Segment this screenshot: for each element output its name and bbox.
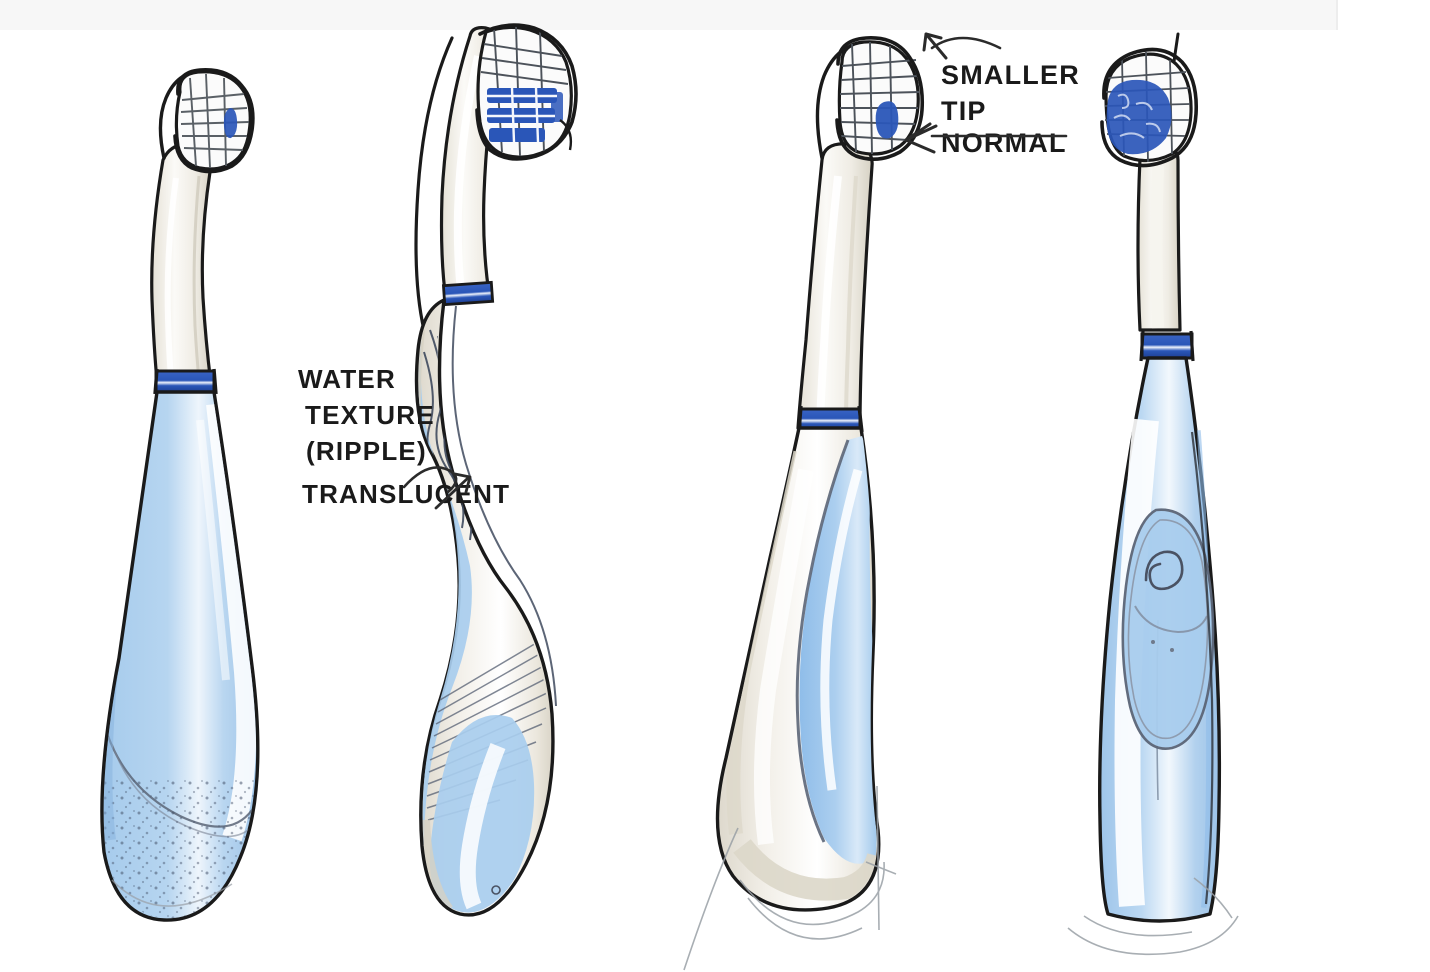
concept-1-band-tick-right	[212, 368, 218, 395]
annotation-translucent-arrowhead	[434, 472, 472, 510]
annotation-normal: NORMAL	[904, 122, 1068, 158]
concept-3-neck-shade	[844, 175, 858, 427]
concept-1-band-tick-left	[153, 368, 159, 395]
concept-1-neck-highlight	[164, 177, 179, 389]
concept-2-bristle-blue-gaps	[487, 87, 557, 143]
concept-4-head-rim	[1100, 47, 1199, 168]
concept-4-guide-lines	[1067, 877, 1239, 956]
concept-4-thumb-grip-oval	[1121, 508, 1215, 750]
concept-3-toothbrush	[683, 36, 925, 971]
concept-4-thumb-grip-shade	[1134, 605, 1208, 634]
annotation-translucent-leader	[402, 466, 458, 494]
annotation-water-texture-line-3: (RIPPLE)	[306, 436, 427, 466]
concept-1-head-rim	[173, 68, 255, 174]
concept-3-blue-spine-highlight	[820, 468, 863, 791]
concept-4-band-tick-left	[1139, 330, 1145, 362]
concept-3-head-rim	[835, 36, 925, 161]
scan-top-band	[0, 0, 1337, 30]
concept-2-bottom-detail-dot	[491, 885, 501, 895]
concept-4-band	[1140, 332, 1194, 360]
concept-1-neck-shade	[192, 175, 202, 391]
concept-1-handle-highlight-2	[196, 419, 230, 681]
concept-4-side-contour	[1190, 431, 1214, 905]
annotation-water-texture-line-2: TEXTURE	[305, 400, 435, 430]
annotation-smaller-tip-leader	[930, 36, 1002, 50]
annotation-smaller-tip-line-1: SMALLER	[941, 60, 1080, 90]
concept-2-back-sweep	[414, 36, 454, 332]
concept-3-blue-spine	[799, 436, 877, 864]
concept-3-handle-white-core	[753, 468, 814, 846]
concept-3-head-blue-accent	[875, 101, 899, 139]
concept-1-handle-bottom-guide	[111, 879, 233, 907]
concept-1-bristle-accent	[223, 108, 238, 139]
concept-1-band	[154, 369, 216, 394]
concept-3-guide-lines	[683, 785, 897, 971]
concept-1-head	[174, 70, 252, 171]
concept-2-inner-contour	[451, 305, 557, 707]
annotation-water-texture-line-1: WATER	[298, 364, 396, 394]
concept-1-neck	[150, 143, 214, 394]
annotation-translucent: TRANSLUCENT	[302, 466, 509, 510]
annotation-smaller-tip-arrowhead	[922, 32, 948, 60]
concept-3-blue-spine-edge	[795, 439, 850, 843]
concept-4-band-tick-right	[1189, 330, 1195, 362]
concept-4-head-blue-swirls	[1113, 93, 1161, 139]
annotation-normal-arrowhead	[904, 122, 938, 154]
concept-1-bristle-rows	[180, 73, 250, 169]
scan-right-edge	[1336, 0, 1338, 30]
concept-4-thumb-grip-dots	[1151, 640, 1174, 652]
annotation-smaller-tip: SMALLER TIP	[922, 32, 1080, 126]
concept-2-head-rim	[475, 23, 578, 161]
annotation-smaller-tip-line-2: TIP	[941, 96, 987, 126]
concept-1-toothbrush	[100, 68, 260, 922]
concept-4-thumb-grip-swirl	[1144, 550, 1184, 591]
annotation-normal-label: NORMAL	[941, 128, 1067, 158]
concept-3-handle-bottom-shade	[733, 839, 877, 901]
concept-3-head	[837, 40, 920, 156]
annotation-water-texture: WATER TEXTURE (RIPPLE)	[298, 364, 435, 466]
concept-4-neck-highlight	[1150, 165, 1164, 329]
concept-2-lower-highlight	[459, 743, 506, 910]
concept-2-band	[441, 280, 495, 307]
concept-3-neck-highlight	[816, 175, 842, 427]
concept-4-thumb-grip-inner	[1127, 519, 1209, 740]
concept-2-neck-highlight	[453, 55, 482, 299]
concept-2-right-extra-line	[559, 119, 573, 151]
